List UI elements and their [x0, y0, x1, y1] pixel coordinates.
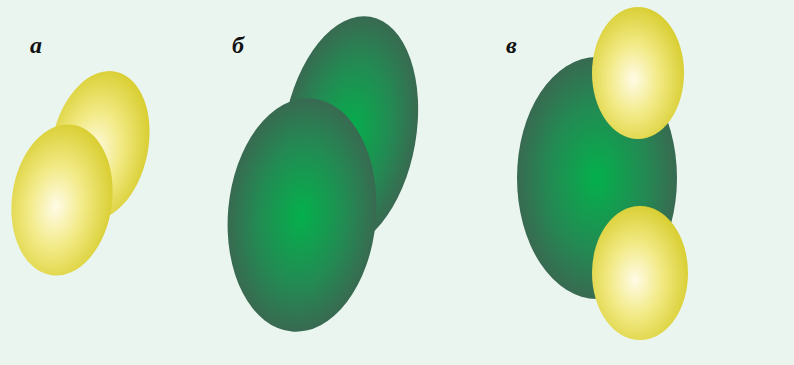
- yellow-atom: [2, 118, 122, 282]
- yellow-atom: [592, 206, 688, 340]
- part-label: а: [30, 33, 42, 57]
- molecule-b: [218, 5, 435, 338]
- molecule-a: [2, 62, 163, 283]
- molecule-c: [517, 7, 688, 340]
- green-atom: [218, 92, 386, 338]
- yellow-atom: [592, 7, 684, 139]
- part-label: б: [232, 33, 244, 57]
- part-label: в: [506, 33, 517, 57]
